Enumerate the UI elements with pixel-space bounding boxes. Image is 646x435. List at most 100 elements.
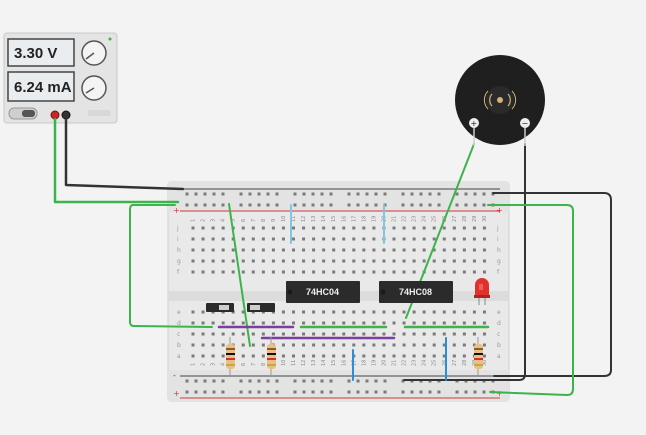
- led-red[interactable]: [474, 278, 490, 305]
- rail-hole[interactable]: [221, 192, 225, 196]
- terminal-hole[interactable]: [221, 270, 225, 274]
- terminal-hole[interactable]: [231, 310, 235, 314]
- terminal-hole[interactable]: [251, 343, 255, 347]
- rail-hole[interactable]: [320, 192, 324, 196]
- terminal-hole[interactable]: [482, 310, 486, 314]
- terminal-hole[interactable]: [412, 270, 416, 274]
- terminal-hole[interactable]: [362, 343, 366, 347]
- terminal-hole[interactable]: [372, 226, 376, 230]
- terminal-hole[interactable]: [211, 343, 215, 347]
- buzzer-plus-terminal[interactable]: [469, 118, 479, 128]
- power-switch[interactable]: [8, 107, 38, 120]
- terminal-hole[interactable]: [362, 237, 366, 241]
- rail-hole[interactable]: [365, 390, 369, 394]
- terminal-hole[interactable]: [432, 332, 436, 336]
- terminal-hole[interactable]: [312, 270, 316, 274]
- terminal-hole[interactable]: [412, 226, 416, 230]
- terminal-hole[interactable]: [342, 270, 346, 274]
- terminal-hole[interactable]: [191, 259, 195, 263]
- terminal-hole[interactable]: [281, 237, 285, 241]
- terminal-hole[interactable]: [302, 248, 306, 252]
- terminal-hole[interactable]: [201, 259, 205, 263]
- terminal-hole[interactable]: [362, 321, 366, 325]
- terminal-hole[interactable]: [281, 332, 285, 336]
- terminal-hole[interactable]: [302, 270, 306, 274]
- terminal-hole[interactable]: [342, 321, 346, 325]
- terminal-hole[interactable]: [322, 270, 326, 274]
- terminal-hole[interactable]: [322, 321, 326, 325]
- ic-74hc08[interactable]: 74HC08: [379, 281, 453, 303]
- terminal-hole[interactable]: [292, 354, 295, 358]
- rail-hole[interactable]: [347, 379, 351, 383]
- rail-hole[interactable]: [482, 203, 486, 207]
- terminal-hole[interactable]: [462, 310, 466, 314]
- terminal-hole[interactable]: [452, 321, 456, 325]
- breadboard-holes[interactable]: [185, 192, 495, 394]
- ic-74hc04[interactable]: 74HC04: [286, 281, 360, 303]
- terminal-hole[interactable]: [322, 248, 326, 252]
- terminal-hole[interactable]: [241, 248, 245, 252]
- terminal-hole[interactable]: [201, 237, 205, 241]
- terminal-hole[interactable]: [231, 270, 235, 274]
- terminal-hole[interactable]: [392, 354, 396, 358]
- terminal-hole[interactable]: [362, 226, 366, 230]
- terminal-hole[interactable]: [342, 259, 346, 263]
- terminal-hole[interactable]: [312, 332, 316, 336]
- terminal-hole[interactable]: [191, 321, 195, 325]
- terminal-hole[interactable]: [312, 354, 316, 358]
- rail-hole[interactable]: [221, 390, 225, 394]
- terminal-hole[interactable]: [382, 321, 386, 325]
- terminal-hole[interactable]: [362, 332, 366, 336]
- terminal-hole[interactable]: [462, 237, 466, 241]
- terminal-hole[interactable]: [191, 354, 195, 358]
- rail-hole[interactable]: [356, 203, 360, 207]
- rail-hole[interactable]: [212, 379, 216, 383]
- terminal-hole[interactable]: [221, 321, 225, 325]
- terminal-hole[interactable]: [392, 310, 396, 314]
- terminal-hole[interactable]: [392, 248, 396, 252]
- terminal-hole[interactable]: [412, 248, 416, 252]
- rail-hole[interactable]: [221, 379, 225, 383]
- terminal-hole[interactable]: [452, 310, 456, 314]
- rail-hole[interactable]: [293, 203, 297, 207]
- rail-hole[interactable]: [248, 390, 252, 394]
- rail-hole[interactable]: [275, 203, 279, 207]
- rail-hole[interactable]: [383, 379, 387, 383]
- terminal-hole[interactable]: [482, 354, 486, 358]
- terminal-hole[interactable]: [271, 270, 275, 274]
- terminal-hole[interactable]: [442, 332, 446, 336]
- terminal-hole[interactable]: [251, 321, 255, 325]
- terminal-hole[interactable]: [452, 248, 456, 252]
- terminal-hole[interactable]: [241, 343, 245, 347]
- rail-hole[interactable]: [248, 203, 252, 207]
- terminal-hole[interactable]: [342, 354, 346, 358]
- rail-hole[interactable]: [311, 203, 315, 207]
- terminal-hole[interactable]: [201, 248, 205, 252]
- terminal-hole[interactable]: [281, 343, 285, 347]
- terminal-hole[interactable]: [211, 226, 215, 230]
- terminal-hole[interactable]: [362, 248, 366, 252]
- rail-hole[interactable]: [365, 203, 369, 207]
- terminal-hole[interactable]: [332, 343, 336, 347]
- rail-hole[interactable]: [194, 379, 198, 383]
- terminal-hole[interactable]: [462, 343, 466, 347]
- terminal-hole[interactable]: [412, 259, 416, 263]
- rail-hole[interactable]: [374, 192, 378, 196]
- terminal-hole[interactable]: [472, 248, 476, 252]
- terminal-hole[interactable]: [422, 343, 426, 347]
- terminal-hole[interactable]: [292, 321, 295, 325]
- power-supply[interactable]: 3.30 V 6.24 mA: [3, 32, 118, 124]
- terminal-hole[interactable]: [292, 310, 295, 314]
- terminal-hole[interactable]: [332, 321, 336, 325]
- terminal-hole[interactable]: [392, 270, 396, 274]
- terminal-hole[interactable]: [201, 226, 205, 230]
- terminal-hole[interactable]: [382, 354, 386, 358]
- rail-hole[interactable]: [365, 192, 369, 196]
- terminal-hole[interactable]: [342, 226, 346, 230]
- terminal-hole[interactable]: [342, 343, 346, 347]
- rail-hole[interactable]: [356, 390, 360, 394]
- terminal-hole[interactable]: [432, 237, 436, 241]
- terminal-hole[interactable]: [402, 354, 406, 358]
- terminal-hole[interactable]: [342, 237, 346, 241]
- rail-hole[interactable]: [473, 390, 477, 394]
